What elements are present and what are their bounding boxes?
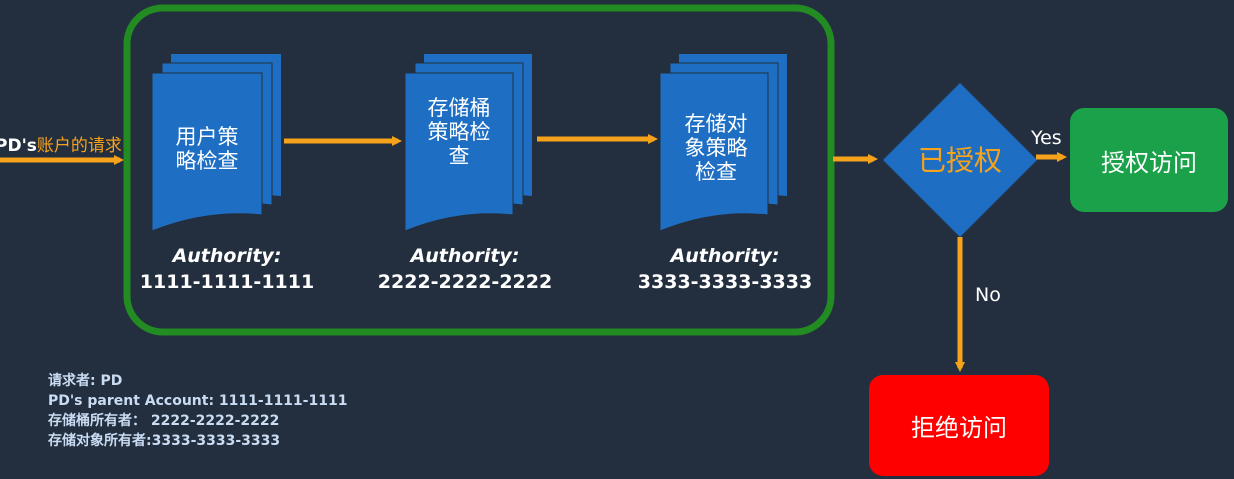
check-label-object: 存储对 象策略 检查 (684, 112, 748, 184)
doc-icon-bucket-policy (404, 54, 532, 232)
info-object-owner: 存储对象所有者:3333-3333-3333 (48, 433, 281, 449)
yes-label: Yes (1031, 127, 1062, 149)
allow-access-label: 授权访问 (1101, 148, 1197, 177)
allow-access-box: 授权访问 (1070, 108, 1228, 212)
info-panel: 请求者: PD PD's parent Account: 1111-1111-1… (48, 371, 347, 451)
authority-user: Authority: 1111-1111-1111 (130, 243, 324, 295)
authority-object: Authority: 3333-3333-3333 (627, 243, 823, 295)
check-label-bucket: 存储桶 策略检 查 (427, 96, 491, 168)
authority-title: Authority: (172, 245, 282, 267)
doc-icon-user-policy (151, 54, 281, 232)
authority-bucket: Authority: 2222-2222-2222 (368, 243, 562, 295)
policy-check-group (123, 4, 835, 336)
info-parent-account: PD's parent Account: 1111-1111-1111 (48, 393, 348, 409)
authority-value: 3333-3333-3333 (637, 271, 813, 293)
authority-title: Authority: (410, 245, 520, 267)
authority-value: 2222-2222-2222 (377, 271, 553, 293)
deny-access-label: 拒绝访问 (911, 414, 1007, 442)
arrows (0, 134, 1067, 372)
info-bucket-owner: 存储桶所有者： 2222-2222-2222 (48, 413, 280, 429)
deny-access-box: 拒绝访问 (869, 375, 1049, 476)
request-prefix: PD's (0, 136, 37, 156)
decision-diamond (883, 83, 1037, 237)
no-label: No (975, 284, 1001, 306)
doc-icon-object-policy (659, 54, 787, 232)
authority-value: 1111-1111-1111 (139, 271, 315, 293)
info-requester: 请求者: PD (48, 373, 123, 389)
decision-label: 已授权 (917, 144, 1002, 177)
request-label: PD's账户的请求 (0, 131, 122, 156)
check-label-user: 用户策 略检查 (175, 125, 239, 173)
request-suffix: 账户的请求 (36, 136, 122, 156)
authority-title: Authority: (670, 245, 780, 267)
